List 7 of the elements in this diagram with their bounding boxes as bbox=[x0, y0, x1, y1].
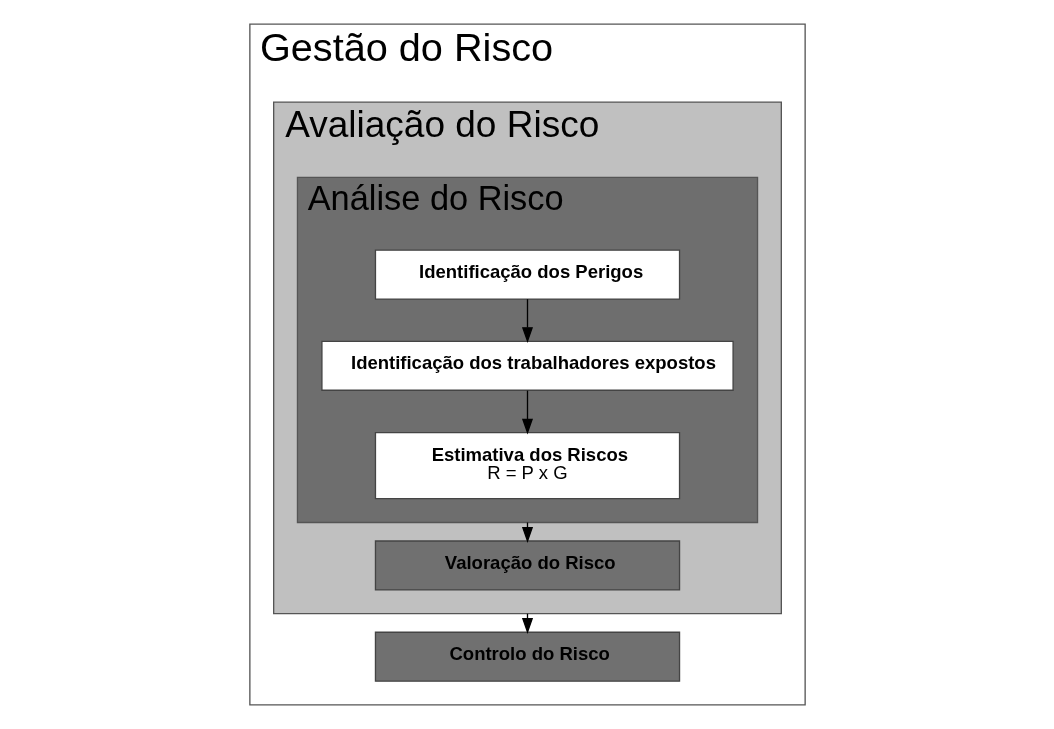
node-box: Identificação dos trabalhadores expostos bbox=[320, 340, 734, 391]
node-box: Controlo do Risco bbox=[374, 631, 680, 682]
arrow bbox=[521, 390, 533, 435]
node-box: Valoração do Risco bbox=[374, 540, 680, 591]
arrow bbox=[521, 298, 533, 344]
node-box: Estimativa dos Riscos R = P x G bbox=[374, 431, 680, 500]
node-box: Identificação dos Perigos bbox=[374, 249, 680, 300]
